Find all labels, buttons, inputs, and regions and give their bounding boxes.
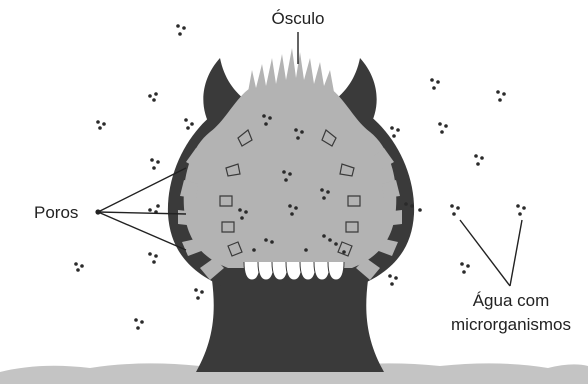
agua-pointers bbox=[460, 220, 522, 286]
osculum-outflow bbox=[248, 48, 334, 92]
label-poros: Poros bbox=[34, 203, 78, 222]
label-agua-line2: microrganismos bbox=[451, 315, 571, 334]
label-osculo: Ósculo bbox=[272, 9, 325, 28]
sponge-stalk bbox=[196, 280, 384, 372]
poros-pointer-origin bbox=[95, 209, 100, 214]
label-agua-line1: Água com bbox=[473, 291, 550, 310]
